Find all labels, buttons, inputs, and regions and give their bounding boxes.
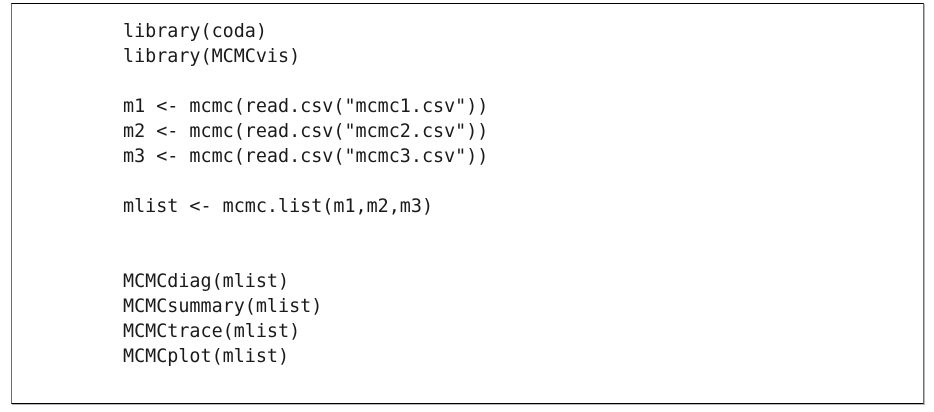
code-line: MCMCtrace(mlist): [123, 321, 301, 342]
code-line: MCMCplot(mlist): [123, 346, 290, 367]
code-blank-line: [123, 244, 488, 269]
code-line: MCMCdiag(mlist): [123, 271, 290, 292]
code-line: m1 <- mcmc(read.csv("mcmc1.csv")): [123, 96, 489, 117]
code-line: m3 <- mcmc(read.csv("mcmc3.csv")): [123, 146, 489, 167]
code-line: mlist <- mcmc.list(m1,m2,m3): [123, 196, 434, 217]
code-blank-line: [123, 69, 488, 94]
code-blank-line: [123, 219, 488, 244]
code-line: library(coda): [123, 21, 267, 42]
code-blank-line: [123, 169, 488, 194]
code-line: library(MCMCvis): [123, 46, 301, 67]
code-listing[interactable]: library(coda) library(MCMCvis) m1 <- mcmc(…: [123, 19, 488, 369]
code-line: m2 <- mcmc(read.csv("mcmc2.csv")): [123, 121, 489, 142]
code-listing-frame: library(coda) library(MCMCvis) m1 <- mcmc(…: [11, 3, 924, 404]
code-line: MCMCsummary(mlist): [123, 296, 323, 317]
